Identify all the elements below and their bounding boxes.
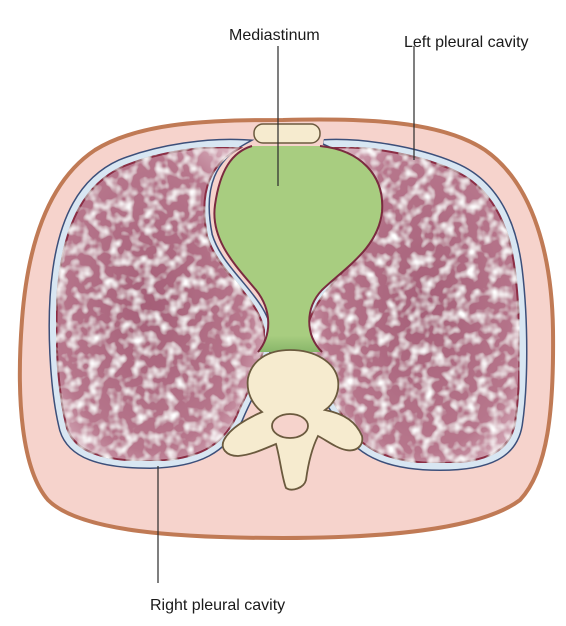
mediastinum-label: Mediastinum — [229, 27, 320, 44]
vertebra — [221, 349, 364, 491]
right-pleural-cavity-shape — [48, 138, 274, 470]
left-pleural-cavity-label: Left pleural cavity — [404, 34, 529, 51]
right-pleural-cavity-label: Right pleural cavity — [150, 597, 285, 614]
right-lung — [55, 146, 267, 463]
left-pleural-cavity-shape — [296, 138, 528, 472]
mediastinum-region — [214, 146, 383, 352]
sternum — [253, 123, 321, 144]
mediastinum-outline-right — [213, 145, 270, 353]
vertebral-foramen — [271, 413, 309, 439]
mediastinum-outline-left — [308, 145, 384, 353]
